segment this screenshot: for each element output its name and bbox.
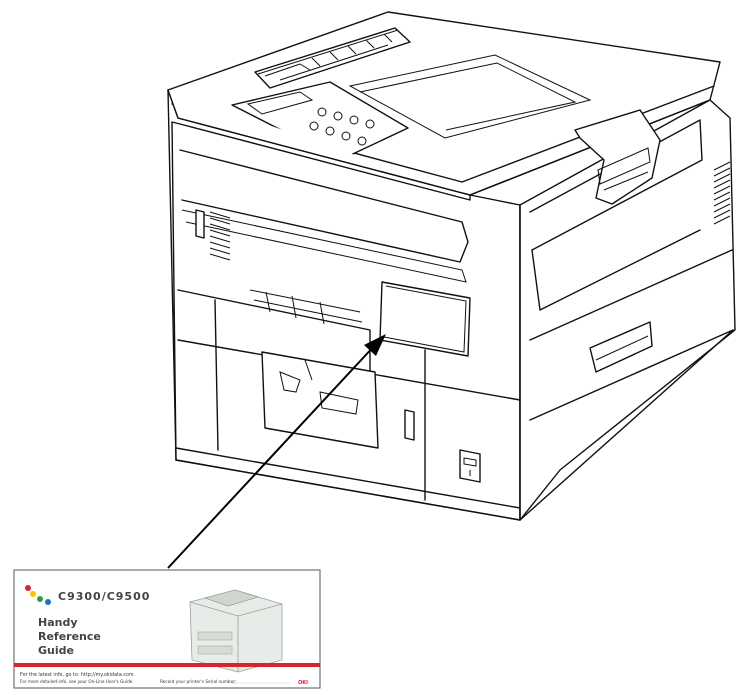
serial-label-area bbox=[379, 281, 471, 357]
power-switch-icon bbox=[459, 449, 481, 483]
printer-illustration bbox=[167, 11, 736, 521]
front-cover-handle bbox=[179, 149, 469, 263]
panel-button bbox=[317, 107, 327, 117]
output-tray bbox=[348, 54, 592, 139]
card-brand: OKI bbox=[298, 680, 308, 686]
right-vent bbox=[713, 161, 731, 225]
card-footer-line-1: For the latest info, go to: http://my.ok… bbox=[20, 672, 134, 678]
pointer-arrow bbox=[167, 334, 386, 569]
panel-button bbox=[365, 119, 375, 129]
card-title-line-3: Guide bbox=[38, 644, 74, 657]
top-vent bbox=[254, 27, 411, 89]
mp-tray-slot bbox=[249, 289, 363, 325]
card-footer-line-2: For more detailed info, see your On-Line… bbox=[20, 679, 134, 684]
card-model: C9300/C9500 bbox=[58, 590, 150, 603]
handy-reference-guide-card: C9300/C9500 Handy Reference Guide For th… bbox=[13, 569, 321, 689]
oki-logo-mark bbox=[25, 585, 51, 605]
card-title-line-2: Reference bbox=[38, 630, 101, 643]
tray-handle bbox=[404, 409, 415, 441]
paper-tray-1 bbox=[261, 351, 379, 449]
card-footer-serial: Record your printer's Serial number: bbox=[160, 679, 236, 684]
panel-button bbox=[325, 126, 335, 136]
printer-base bbox=[175, 329, 734, 521]
panel-button bbox=[357, 136, 367, 146]
panel-button bbox=[333, 111, 343, 121]
panel-button bbox=[349, 115, 359, 125]
side-latch bbox=[574, 109, 661, 205]
card-title-line-1: Handy bbox=[38, 616, 78, 629]
panel-button bbox=[341, 131, 351, 141]
left-vent bbox=[195, 209, 231, 261]
lcd-display bbox=[246, 91, 314, 115]
card-printer-photo bbox=[189, 589, 283, 673]
right-tray-handle bbox=[589, 321, 653, 373]
panel-button bbox=[309, 121, 319, 131]
